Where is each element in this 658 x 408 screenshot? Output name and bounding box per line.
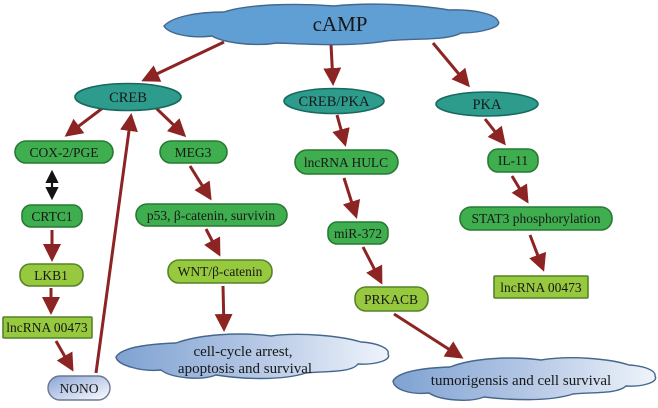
prkacb-label: PRKACB [364, 292, 418, 307]
arrow-camp-to-pka [431, 42, 470, 88]
lncrna-hulc-label: lncRNA HULC [304, 155, 388, 170]
arrow-pka-to-il11 [483, 118, 506, 146]
p53-bcatenin-survivin-label: p53, β-catenin, survivin [147, 208, 276, 223]
il11-label: IL-11 [498, 153, 528, 168]
arrow-meg3-to-p53 [188, 165, 212, 201]
lncrna-00473-right-label: lncRNA 00473 [500, 280, 582, 295]
creb-pka-label: CREB/PKA [299, 94, 370, 110]
node-cox2-pge: COX-2/PGE [14, 140, 114, 164]
arrow-wnt-to-cloud1 [214, 285, 233, 332]
arrow-camp-to-creb [141, 40, 225, 82]
arrow-prkacb-to-cloud2 [393, 312, 464, 359]
arrow-mir372-to-prkacb [361, 246, 383, 285]
crtc1-label: CRTC1 [31, 209, 72, 224]
node-wnt-bcatenin: WNT/β-catenin [167, 259, 273, 284]
camp-cloud-shape [163, 3, 500, 46]
mir372-label: miR-372 [334, 226, 382, 241]
stat3-label: STAT3 phosphorylation [471, 211, 600, 226]
node-il11: IL-11 [487, 148, 539, 173]
meg3-label: MEG3 [175, 145, 212, 160]
pka-label: PKA [472, 97, 502, 113]
node-tumorigenesis-cloud: tumorigensis and cell survival [392, 357, 657, 401]
node-lncrna-00473-left: lncRNA 00473 [2, 316, 93, 339]
pathway-arrows [42, 40, 547, 374]
node-lncrna-00473-right: lncRNA 00473 [493, 275, 589, 299]
lkb1-label: LKB1 [34, 268, 68, 283]
node-cell-cycle-cloud: cell-cycle arrest, apoptosis and surviva… [115, 333, 390, 380]
arrow-il11-to-stat3 [510, 175, 529, 204]
node-mir372: miR-372 [327, 221, 389, 245]
node-lncrna-hulc: lncRNA HULC [294, 149, 399, 175]
node-pka: PKA [435, 91, 539, 117]
node-lkb1: LKB1 [19, 263, 84, 287]
cell-cycle-cloud-line2: apoptosis and survival [178, 361, 312, 377]
camp-label: cAMP [313, 12, 368, 36]
arrow-p53-to-wnt [204, 228, 221, 257]
arrow-crebpka-to-hulc [332, 114, 350, 147]
cell-cycle-cloud-line1: cell-cycle arrest, [193, 344, 292, 360]
cox2-pge-label: COX-2/PGE [29, 145, 98, 160]
node-crtc1: CRTC1 [21, 204, 83, 228]
node-camp: cAMP [163, 3, 500, 46]
node-nono: NONO [47, 375, 111, 401]
arrow-stat3-to-lncrna2 [528, 234, 547, 272]
creb-label: CREB [109, 90, 147, 106]
arrow-lncrna-to-nono [54, 340, 74, 372]
tumorigenesis-cloud-shape [392, 357, 657, 401]
node-prkacb: PRKACB [354, 286, 429, 312]
node-p53-bcatenin-survivin: p53, β-catenin, survivin [135, 203, 288, 227]
arrow-hulc-to-mir372 [342, 177, 361, 219]
node-stat3-phosphorylation: STAT3 phosphorylation [459, 206, 613, 231]
arrow-nono-to-creb [94, 113, 138, 374]
tumorigenesis-cloud-label: tumorigensis and cell survival [431, 373, 611, 389]
nono-label: NONO [60, 381, 99, 396]
arrow-creb-to-cox2 [64, 105, 105, 137]
node-meg3: MEG3 [159, 140, 228, 164]
node-creb: CREB [74, 82, 182, 112]
node-creb-pka: CREB/PKA [283, 87, 385, 115]
lncrna-00473-left-label: lncRNA 00473 [6, 320, 88, 335]
cell-cycle-cloud-shape [115, 333, 390, 380]
arrow-creb-to-meg3 [154, 106, 187, 138]
wnt-bcatenin-label: WNT/β-catenin [178, 264, 263, 279]
arrow-camp-to-crebpka [323, 43, 342, 86]
